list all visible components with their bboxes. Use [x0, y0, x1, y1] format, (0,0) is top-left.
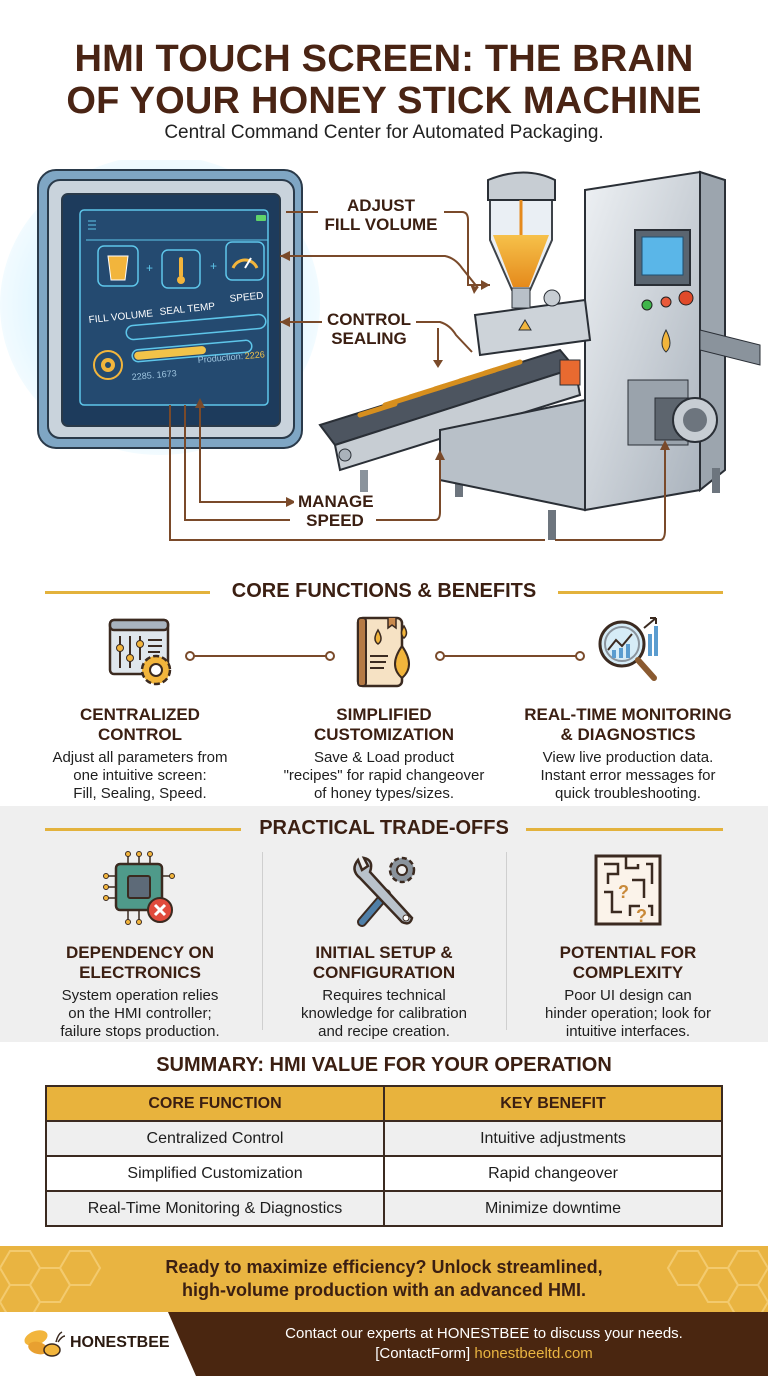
- column-divider: [262, 852, 263, 1030]
- core-functions-heading: CORE FUNCTIONS & BENEFITS: [0, 580, 768, 604]
- circuit-chip-error-icon: [103, 851, 175, 925]
- cta-text: Ready to maximize efficiency? Unlock str…: [0, 1256, 768, 1302]
- title-line-2: OF YOUR HONEY STICK MACHINE: [66, 80, 702, 122]
- hmi-tablet: + + FILL VOLUME SEAL TEMP SPEED 2285. 16…: [37, 169, 303, 449]
- packaging-machine: [439, 170, 761, 540]
- table-cell: Intuitive adjustments: [383, 1120, 723, 1157]
- tradeoff-item-initial-setup: INITIAL SETUP &CONFIGURATION Requires te…: [264, 850, 504, 1041]
- contact-info: Contact our experts at HONESTBEE to disc…: [200, 1324, 768, 1364]
- table-cell: Minimize downtime: [383, 1190, 723, 1227]
- divider-line: [45, 828, 241, 831]
- hero-illustration: + + FILL VOLUME SEAL TEMP SPEED 2285. 16…: [0, 160, 768, 560]
- magnifier-chart-icon: [598, 617, 658, 681]
- contact-text: Contact our experts at HONESTBEE to disc…: [285, 1325, 683, 1342]
- hmi-machine-illustration: + + FILL VOLUME SEAL TEMP SPEED 2285. 16…: [0, 160, 761, 541]
- callout-line: MANAGE: [298, 492, 374, 511]
- recipe-book-honey-icon: [356, 616, 410, 688]
- section-title: PRACTICAL TRADE-OFFS: [259, 817, 509, 839]
- footer-background: [168, 1312, 768, 1376]
- footer: HONESTBEE Contact our experts at HONESTB…: [0, 1312, 768, 1376]
- summary-table: CORE FUNCTION KEY BENEFIT Centralized Co…: [45, 1085, 723, 1227]
- title-line-1: HMI TOUCH SCREEN: THE BRAIN: [74, 38, 694, 80]
- bee-logo-icon: [24, 1330, 66, 1357]
- svg-text:?: ?: [618, 882, 629, 902]
- callout-control-sealing: CONTROL SEALING: [322, 310, 416, 348]
- tradeoffs-heading: PRACTICAL TRADE-OFFS: [0, 817, 768, 841]
- callout-manage-speed: MANAGE SPEED: [294, 492, 376, 530]
- summary-title: SUMMARY: HMI VALUE FOR YOUR OPERATION: [156, 1054, 612, 1076]
- table-cell: Real-Time Monitoring & Diagnostics: [45, 1190, 385, 1227]
- callout-line: SEALING: [331, 329, 407, 348]
- svg-text:?: ?: [636, 906, 647, 926]
- cta-banner: Ready to maximize efficiency? Unlock str…: [0, 1246, 768, 1312]
- callout-line: ADJUST: [346, 196, 415, 215]
- table-cell: Centralized Control: [45, 1120, 385, 1157]
- control-panel-gear-icon: [108, 618, 172, 686]
- table-row: Real-Time Monitoring & Diagnostics Minim…: [45, 1190, 723, 1227]
- callout-line: SPEED: [306, 511, 364, 530]
- divider-line: [526, 828, 723, 831]
- honeycomb-pattern: [0, 1250, 768, 1312]
- svg-text:2285. 1673: 2285. 1673: [131, 368, 177, 382]
- callout-adjust-fill-volume: ADJUST FILL VOLUME: [318, 196, 444, 234]
- table-cell: Simplified Customization: [45, 1155, 385, 1192]
- item-title: REAL-TIME MONITORING& DIAGNOSTICS: [524, 705, 732, 744]
- contact-form-link[interactable]: [ContactForm]: [375, 1345, 471, 1362]
- item-title: INITIAL SETUP &CONFIGURATION: [312, 943, 456, 982]
- svg-text:+: +: [210, 259, 217, 273]
- table-cell: Rapid changeover: [383, 1155, 723, 1192]
- item-description: Save & Load product"recipes" for rapid c…: [283, 749, 485, 802]
- header: HMI TOUCH SCREEN: THE BRAIN OF YOUR HONE…: [0, 0, 768, 160]
- divider-line: [558, 591, 723, 594]
- svg-text:SPEED: SPEED: [229, 290, 264, 304]
- section-title: CORE FUNCTIONS & BENEFITS: [231, 580, 537, 602]
- connector-lines: [185, 651, 585, 661]
- column-divider: [506, 852, 507, 1030]
- table-row: Simplified Customization Rapid changeove…: [45, 1155, 723, 1192]
- maze-question-icon: ? ?: [594, 854, 662, 926]
- page-title: HMI TOUCH SCREEN: THE BRAIN OF YOUR HONE…: [0, 38, 768, 122]
- website-link[interactable]: honestbeeltd.com: [474, 1345, 593, 1362]
- table-row: Centralized Control Intuitive adjustment…: [45, 1120, 723, 1157]
- cta-line: Ready to maximize efficiency? Unlock str…: [165, 1257, 603, 1277]
- svg-text:+: +: [146, 261, 153, 275]
- brand-logo[interactable]: HONESTBEE: [22, 1326, 170, 1360]
- cta-line: high-volume production with an advanced …: [181, 1280, 586, 1300]
- table-header-row: CORE FUNCTION KEY BENEFIT: [45, 1085, 723, 1122]
- divider-line: [45, 591, 210, 594]
- svg-text:2226: 2226: [244, 349, 265, 361]
- item-description: View live production data.Instant error …: [540, 749, 716, 802]
- brand-name: HONESTBEE: [70, 1334, 170, 1351]
- column-header: KEY BENEFIT: [383, 1085, 723, 1122]
- callout-line: CONTROL: [326, 310, 412, 329]
- callout-line: FILL VOLUME: [324, 215, 438, 234]
- svg-text:Production:: Production:: [197, 351, 243, 365]
- wrench-gear-icon: [353, 856, 416, 927]
- core-item-real-time-monitoring: REAL-TIME MONITORING& DIAGNOSTICS View l…: [508, 612, 748, 803]
- subtitle: Central Command Center for Automated Pac…: [164, 122, 604, 143]
- column-header: CORE FUNCTION: [45, 1085, 385, 1122]
